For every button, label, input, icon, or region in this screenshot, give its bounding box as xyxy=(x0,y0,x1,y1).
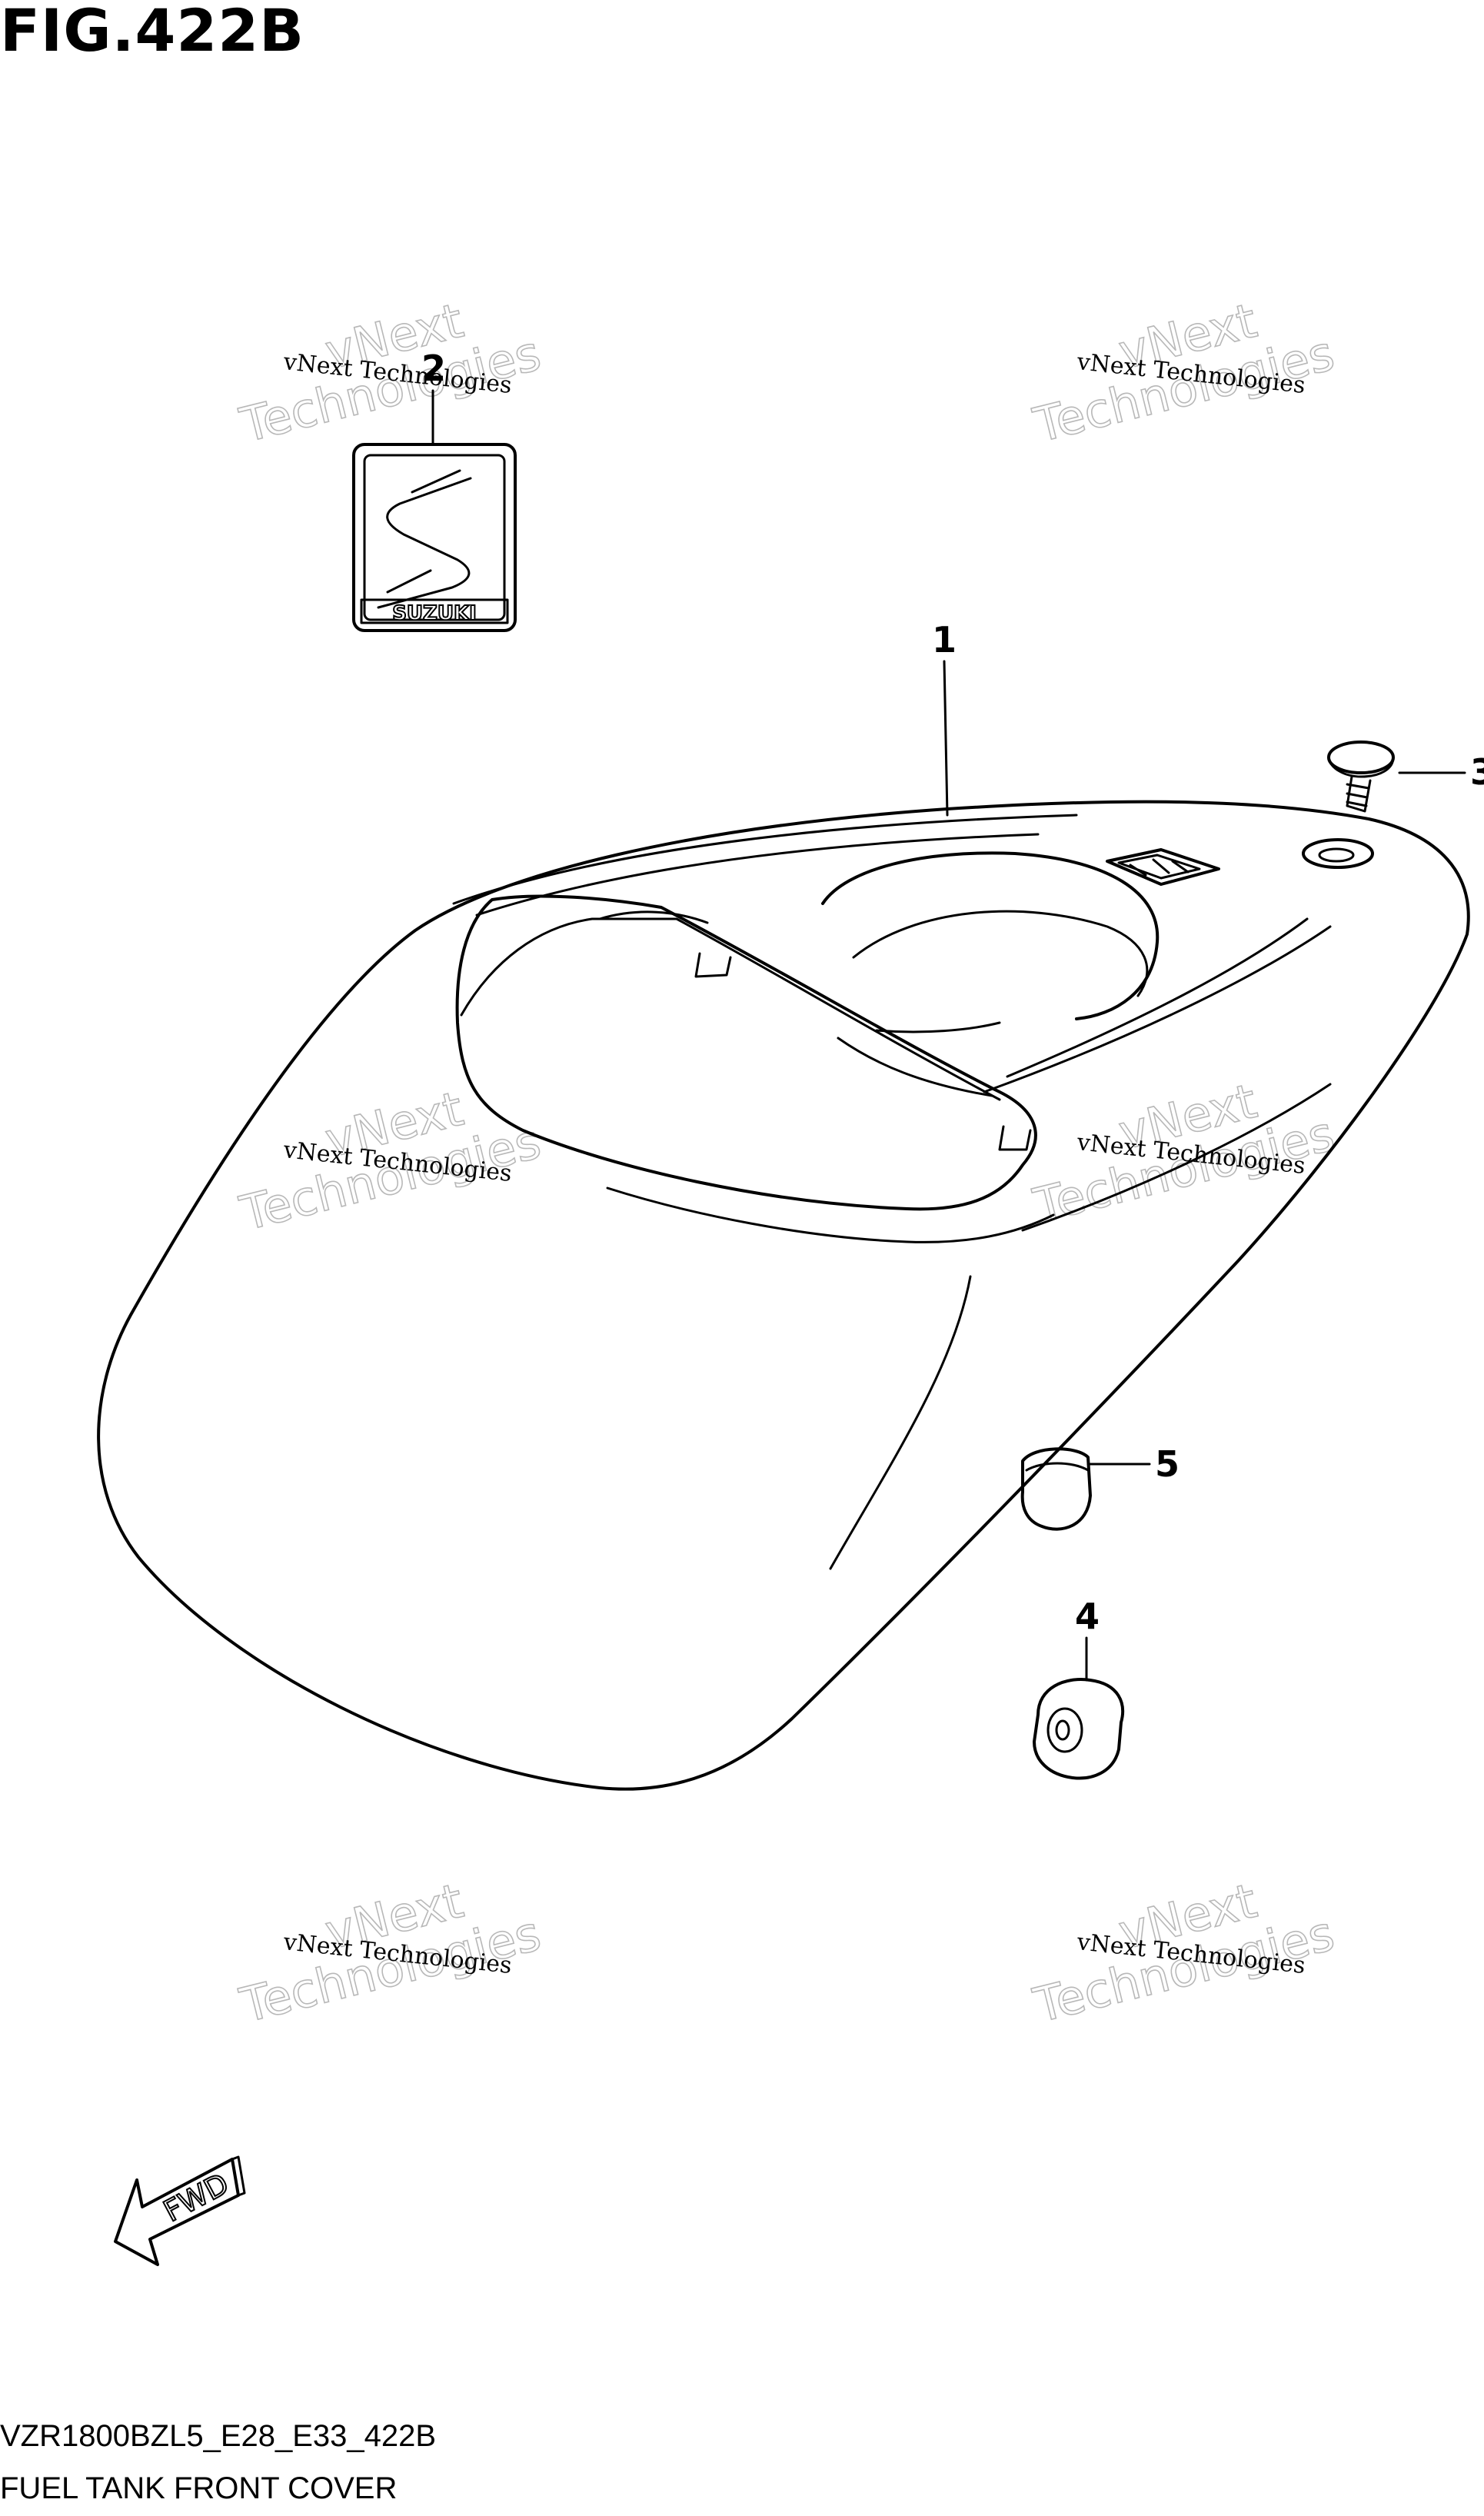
part-3-screw[interactable]: 3 xyxy=(1327,740,1484,813)
callout-5: 5 xyxy=(1155,1443,1180,1485)
callout-4: 4 xyxy=(1075,1596,1100,1637)
watermark-mid-left: vNext Technologies vNext Technologies xyxy=(234,1080,547,1242)
fwd-arrow-icon: FWD xyxy=(114,2155,246,2266)
watermark-bottom-right: vNext Technologies vNext Technologies xyxy=(1027,1872,1340,2034)
fwd-label: FWD xyxy=(158,2166,235,2228)
emblem-text: SUZUKI xyxy=(392,602,477,625)
figure-title: FIG.422B xyxy=(0,0,305,65)
watermark-top-left: vNext Technologies vNext Technologies xyxy=(234,291,547,454)
part-5-cushion[interactable]: 5 xyxy=(1020,1443,1180,1531)
watermark-bottom-left: vNext Technologies vNext Technologies xyxy=(234,1872,547,2034)
model-code: VZR1800BZL5_E28_E33_422B xyxy=(0,2419,437,2453)
watermark-top-right: vNext Technologies vNext Technologies xyxy=(1027,291,1340,454)
part-4-grommet[interactable]: 4 xyxy=(1033,1596,1125,1780)
callout-3: 3 xyxy=(1470,751,1484,793)
callout-2: 2 xyxy=(421,348,446,389)
figure-name: FUEL TANK FRONT COVER xyxy=(0,2471,398,2505)
part-2-emblem[interactable]: 2 SUZUKI xyxy=(352,348,517,632)
part-1-fuel-tank-front-cover[interactable]: 1 xyxy=(97,619,1470,1791)
watermark-mid-right: vNext Technologies vNext Technologies xyxy=(1027,1072,1340,1234)
callout-1: 1 xyxy=(932,619,957,661)
